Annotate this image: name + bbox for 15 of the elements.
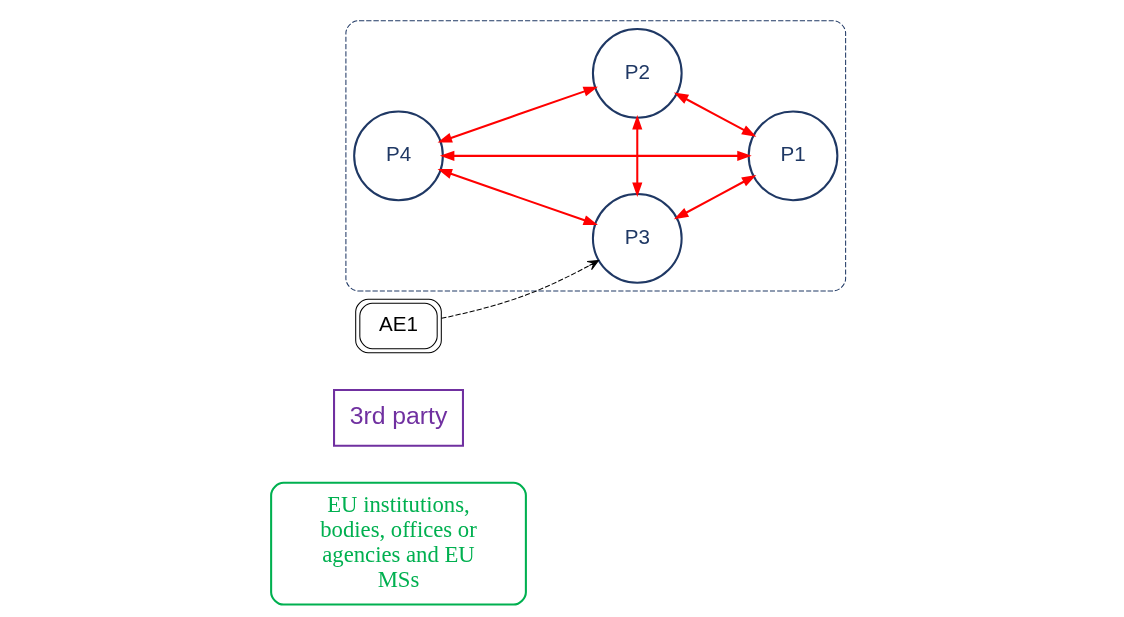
node-circle: P4 [352, 110, 444, 202]
arrow [439, 150, 752, 161]
node-box: EU institutions, bodies, offices or agencies and EU MSs [269, 481, 527, 606]
arrow [673, 92, 756, 137]
node-box: 3rd party [332, 388, 464, 447]
arrow [673, 175, 756, 220]
arrow [631, 114, 642, 197]
cluster [344, 20, 846, 292]
arrow [440, 260, 599, 319]
arrow [437, 86, 598, 143]
node-circle: P3 [591, 193, 683, 284]
node-circle: P2 [591, 27, 683, 119]
node-box: AE1 [354, 298, 442, 354]
node-circle: P1 [747, 110, 838, 202]
arrow [437, 169, 598, 226]
